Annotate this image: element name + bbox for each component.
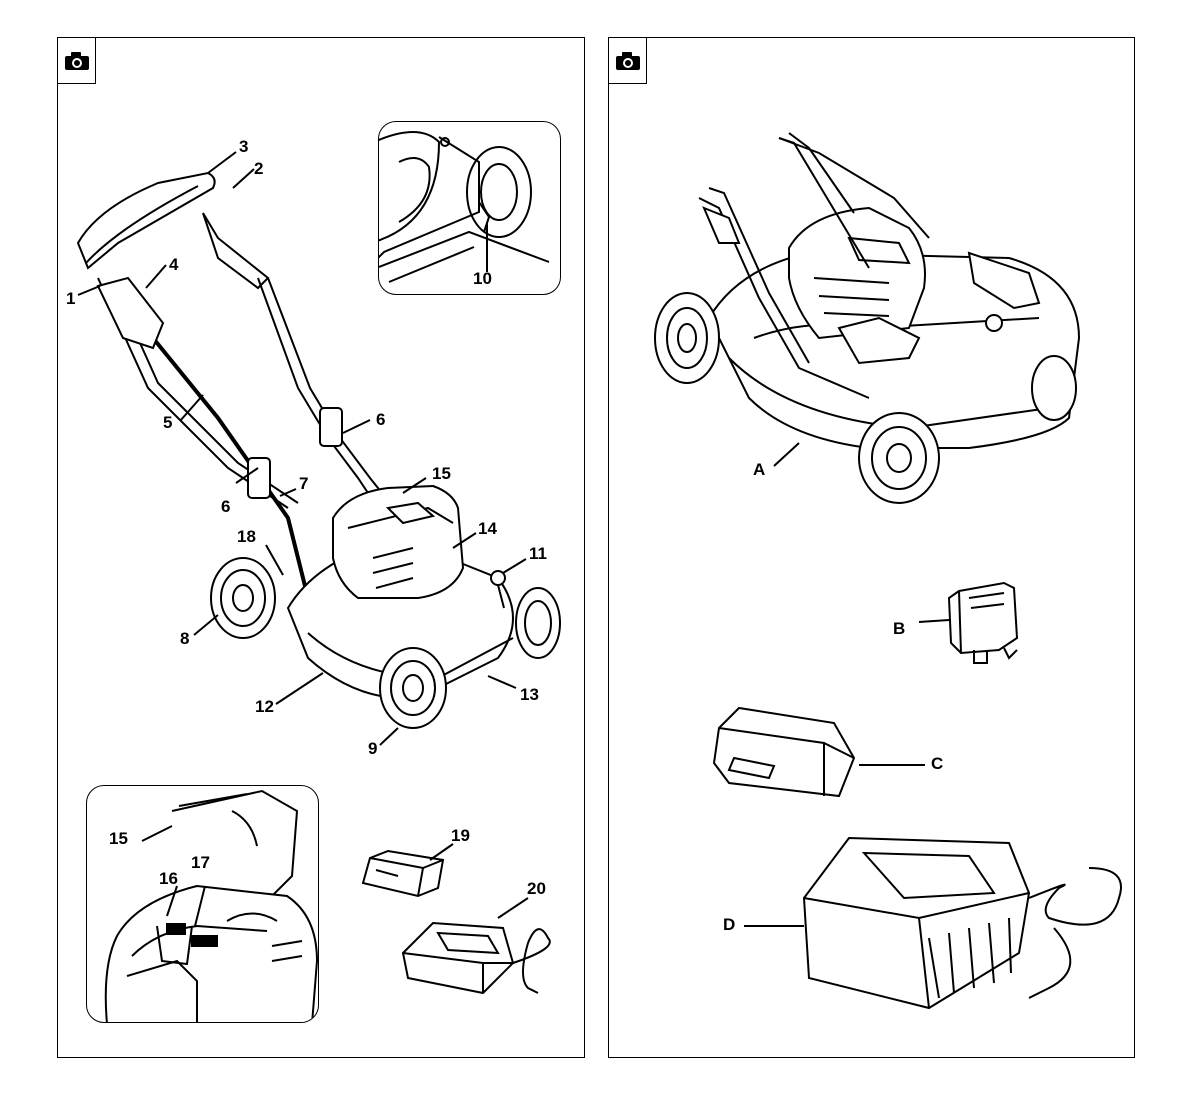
label-12: 12 bbox=[255, 698, 274, 715]
label-11: 11 bbox=[529, 545, 547, 562]
label-18: 18 bbox=[237, 528, 256, 545]
mower-kit-drawing bbox=[609, 38, 1136, 1059]
label-6-left: 6 bbox=[221, 498, 230, 515]
battery-drawing bbox=[58, 38, 586, 1059]
label-2: 2 bbox=[254, 160, 263, 177]
label-9: 9 bbox=[368, 740, 377, 757]
label-14: 14 bbox=[478, 520, 497, 537]
label-15-top: 15 bbox=[432, 465, 451, 482]
label-3: 3 bbox=[239, 138, 248, 155]
label-C: C bbox=[931, 755, 943, 772]
label-4: 4 bbox=[169, 256, 178, 273]
label-20: 20 bbox=[527, 880, 546, 897]
left-figure-panel: 10 15 16 17 bbox=[57, 37, 585, 1058]
label-5: 5 bbox=[163, 414, 172, 431]
label-8: 8 bbox=[180, 630, 189, 647]
label-6-right: 6 bbox=[376, 411, 385, 428]
label-1: 1 bbox=[66, 290, 75, 307]
label-B: B bbox=[893, 620, 905, 637]
right-figure-panel: A B C D bbox=[608, 37, 1135, 1058]
label-A: A bbox=[753, 461, 765, 478]
label-D: D bbox=[723, 916, 735, 933]
label-13: 13 bbox=[520, 686, 539, 703]
label-19: 19 bbox=[451, 827, 470, 844]
label-7: 7 bbox=[299, 475, 308, 492]
